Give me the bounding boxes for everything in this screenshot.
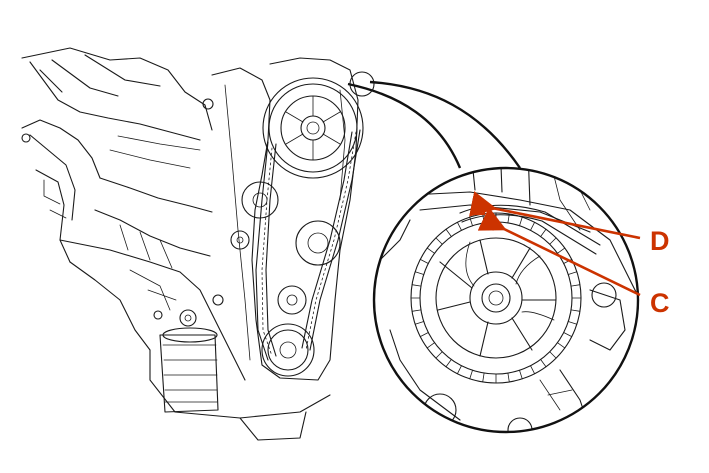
pulley-tooth	[411, 284, 422, 287]
engine-block	[21, 47, 359, 441]
callout-d: D	[469, 191, 670, 256]
pulley-tooth	[507, 372, 510, 383]
pulley-tooth	[414, 271, 425, 275]
tensioner-pulley	[241, 181, 279, 219]
pulley-tooth	[445, 228, 452, 237]
pulley-tooth	[563, 332, 573, 337]
pulley-tooth	[457, 221, 462, 231]
pulley-tooth	[530, 365, 535, 375]
label-d: D	[650, 226, 670, 256]
pulley-tooth	[435, 237, 443, 245]
pulley-tooth	[567, 321, 578, 325]
pulley-tooth	[445, 359, 452, 368]
pulley-tooth	[482, 372, 485, 383]
pulley-tooth	[540, 228, 547, 237]
pulley-tooth	[411, 309, 422, 312]
crank-lower-pulley	[277, 285, 307, 315]
callout-c: C	[477, 207, 670, 318]
pulley-tooth	[570, 309, 581, 312]
pulley-tooth	[549, 351, 557, 359]
water-pump-pulley	[295, 220, 341, 266]
pulley-tooth	[426, 247, 435, 254]
crankshaft-pulley	[261, 323, 315, 377]
pulley-tooth	[519, 216, 523, 227]
pulley-tooth	[469, 369, 473, 380]
pulley-tooth	[570, 284, 581, 287]
pulley-tooth	[557, 247, 566, 254]
pulley-tooth	[540, 359, 547, 368]
idler-pulley	[230, 230, 250, 250]
pulley-tooth	[419, 259, 429, 264]
magnifier-leader	[347, 71, 521, 169]
pulley-tooth	[457, 365, 462, 375]
timing-belt-main	[255, 129, 361, 361]
pulley-tooth	[426, 342, 435, 349]
pulley-tooth	[414, 321, 425, 325]
label-c: C	[650, 288, 670, 318]
pulley-tooth	[557, 342, 566, 349]
pulley-tooth	[530, 221, 535, 231]
pulley-tooth	[435, 351, 443, 359]
pulley-tooth	[549, 237, 557, 245]
pulley-tooth	[519, 369, 523, 380]
detail-magnifier	[372, 166, 640, 434]
pulley-tooth	[419, 332, 429, 337]
camshaft-pulley-main	[262, 77, 364, 179]
pulley-tooth	[567, 271, 578, 275]
